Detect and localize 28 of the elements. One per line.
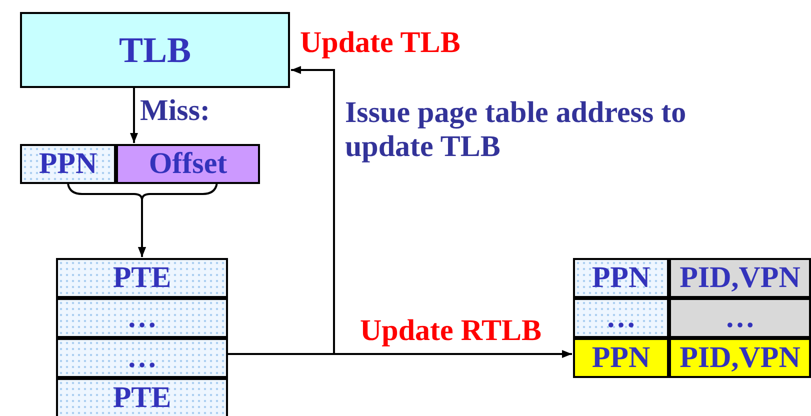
table-cell (573, 338, 669, 378)
table-row (56, 378, 228, 416)
cell-text: PTE (112, 263, 172, 293)
cell-text: … (606, 303, 636, 333)
cell-text: … (127, 343, 157, 373)
cell-text: PID,VPN (680, 343, 800, 373)
cell-text: PPN (38, 149, 98, 179)
cell-text: Offset (148, 149, 228, 179)
tlb-box (20, 12, 290, 88)
cell-text: PPN (592, 343, 650, 373)
address-field (20, 144, 116, 184)
cell-text: … (127, 303, 157, 333)
table-cell (669, 258, 811, 298)
cell-text: PTE (112, 383, 172, 413)
table-row (56, 298, 228, 338)
cell-text: … (725, 303, 755, 333)
table-cell (669, 338, 811, 378)
table-row (56, 338, 228, 378)
cell-text: PID,VPN (680, 263, 800, 293)
address-field (116, 144, 260, 184)
table-cell (669, 298, 811, 338)
table-cell (573, 298, 669, 338)
note-text: Issue page table address to update TLB (345, 96, 688, 164)
arrow (130, 88, 138, 143)
cell-text: PPN (592, 263, 650, 293)
table-row (56, 258, 228, 298)
table-cell (573, 258, 669, 298)
cell-text: TLB (118, 32, 192, 68)
